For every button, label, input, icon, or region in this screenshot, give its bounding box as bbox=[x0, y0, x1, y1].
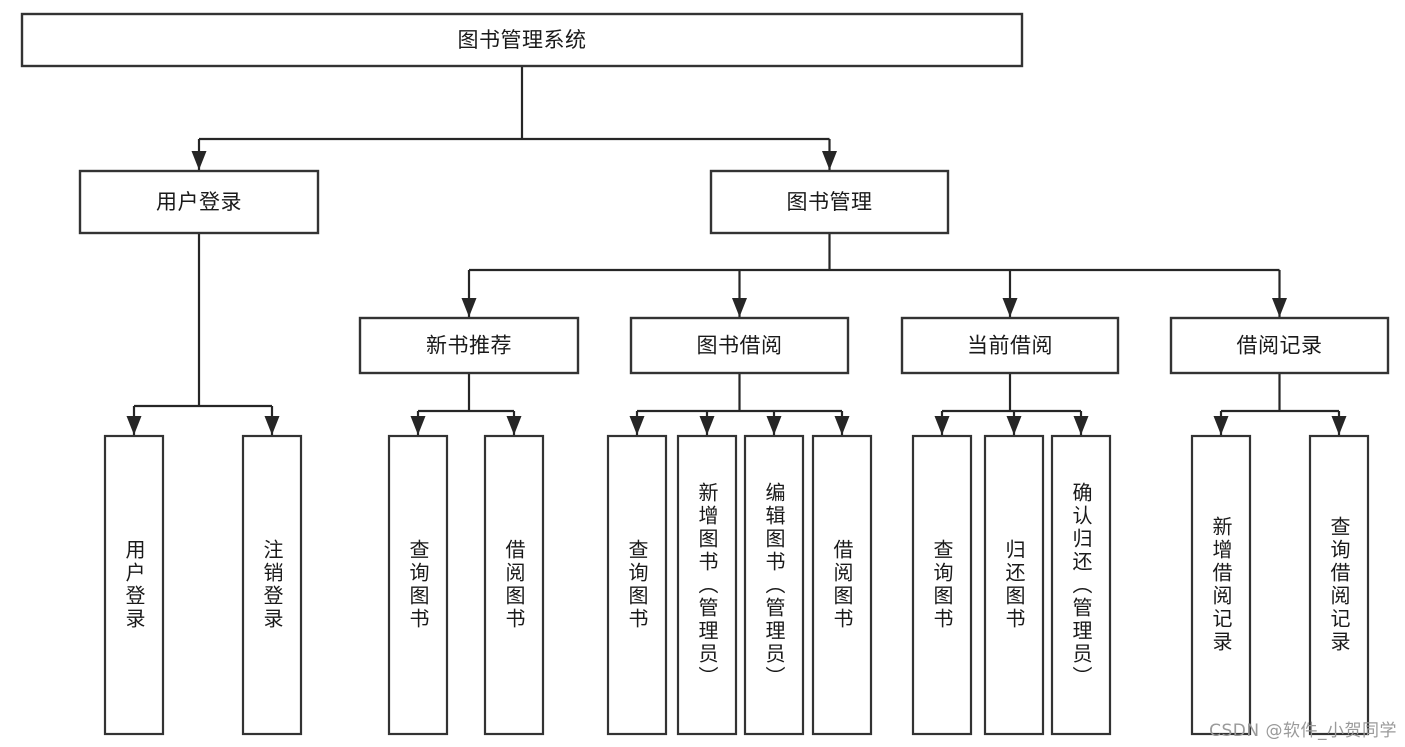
arrow-to-leaf-5 bbox=[699, 416, 715, 435]
node-borrow-record-label: 借阅记录 bbox=[1237, 334, 1323, 358]
arrow-root-to-l2-1 bbox=[822, 151, 837, 170]
arrow-to-leaf-0 bbox=[126, 416, 142, 435]
leaf-node-9[interactable] bbox=[983, 434, 1045, 736]
leaf-node-7[interactable] bbox=[811, 434, 873, 736]
node-book-borrow-label: 图书借阅 bbox=[697, 334, 783, 358]
arrow-to-leaf-11 bbox=[1213, 416, 1229, 435]
leaf-node-1[interactable] bbox=[241, 434, 303, 736]
node-new-book-recommend-label: 新书推荐 bbox=[426, 334, 512, 358]
arrow-bm-to-l3-1 bbox=[732, 298, 747, 317]
arrow-to-leaf-7 bbox=[834, 416, 850, 435]
arrow-to-leaf-12 bbox=[1331, 416, 1347, 435]
leaf-node-11[interactable] bbox=[1190, 434, 1252, 736]
leaf-node-6[interactable] bbox=[743, 434, 805, 736]
leaf-node-4[interactable] bbox=[606, 434, 668, 736]
node-label-root: 图书管理系统 bbox=[458, 28, 587, 52]
arrow-to-leaf-9 bbox=[1006, 416, 1022, 435]
arrow-to-leaf-10 bbox=[1073, 416, 1089, 435]
watermark: CSDN @软件_小贺同学 bbox=[1209, 721, 1397, 741]
arrow-to-leaf-1 bbox=[264, 416, 280, 435]
box-layer bbox=[20, 12, 1390, 736]
leaf-node-5[interactable] bbox=[676, 434, 738, 736]
connector-layer bbox=[126, 66, 1347, 435]
node-user-login-label: 用户登录 bbox=[156, 190, 242, 214]
arrow-to-leaf-8 bbox=[934, 416, 950, 435]
node-current-borrow[interactable] bbox=[900, 316, 1120, 375]
node-book-management[interactable] bbox=[709, 169, 950, 235]
arrow-to-leaf-3 bbox=[506, 416, 522, 435]
arrow-root-to-l2-0 bbox=[191, 151, 207, 170]
arrow-to-leaf-2 bbox=[410, 416, 426, 435]
node-current-borrow-label: 当前借阅 bbox=[967, 334, 1053, 358]
node-borrow-record[interactable] bbox=[1169, 316, 1390, 375]
node-book-management-label: 图书管理 bbox=[787, 190, 873, 214]
leaf-node-2[interactable] bbox=[387, 434, 449, 736]
node-book-borrow[interactable] bbox=[629, 316, 850, 375]
leaf-node-3[interactable] bbox=[483, 434, 545, 736]
arrow-bm-to-l3-2 bbox=[1002, 298, 1018, 317]
arrow-to-leaf-4 bbox=[629, 416, 645, 435]
leaf-node-0[interactable] bbox=[103, 434, 165, 736]
arrow-bm-to-l3-0 bbox=[461, 298, 477, 317]
node-root-图书管理系统[interactable] bbox=[20, 12, 1024, 68]
node-new-book-recommend[interactable] bbox=[358, 316, 580, 375]
leaf-node-8[interactable] bbox=[911, 434, 973, 736]
arrow-bm-to-l3-3 bbox=[1272, 298, 1287, 317]
node-user-login[interactable] bbox=[78, 169, 320, 235]
leaf-node-12[interactable] bbox=[1308, 434, 1370, 736]
arrow-to-leaf-6 bbox=[766, 416, 782, 435]
leaf-node-10[interactable] bbox=[1050, 434, 1112, 736]
